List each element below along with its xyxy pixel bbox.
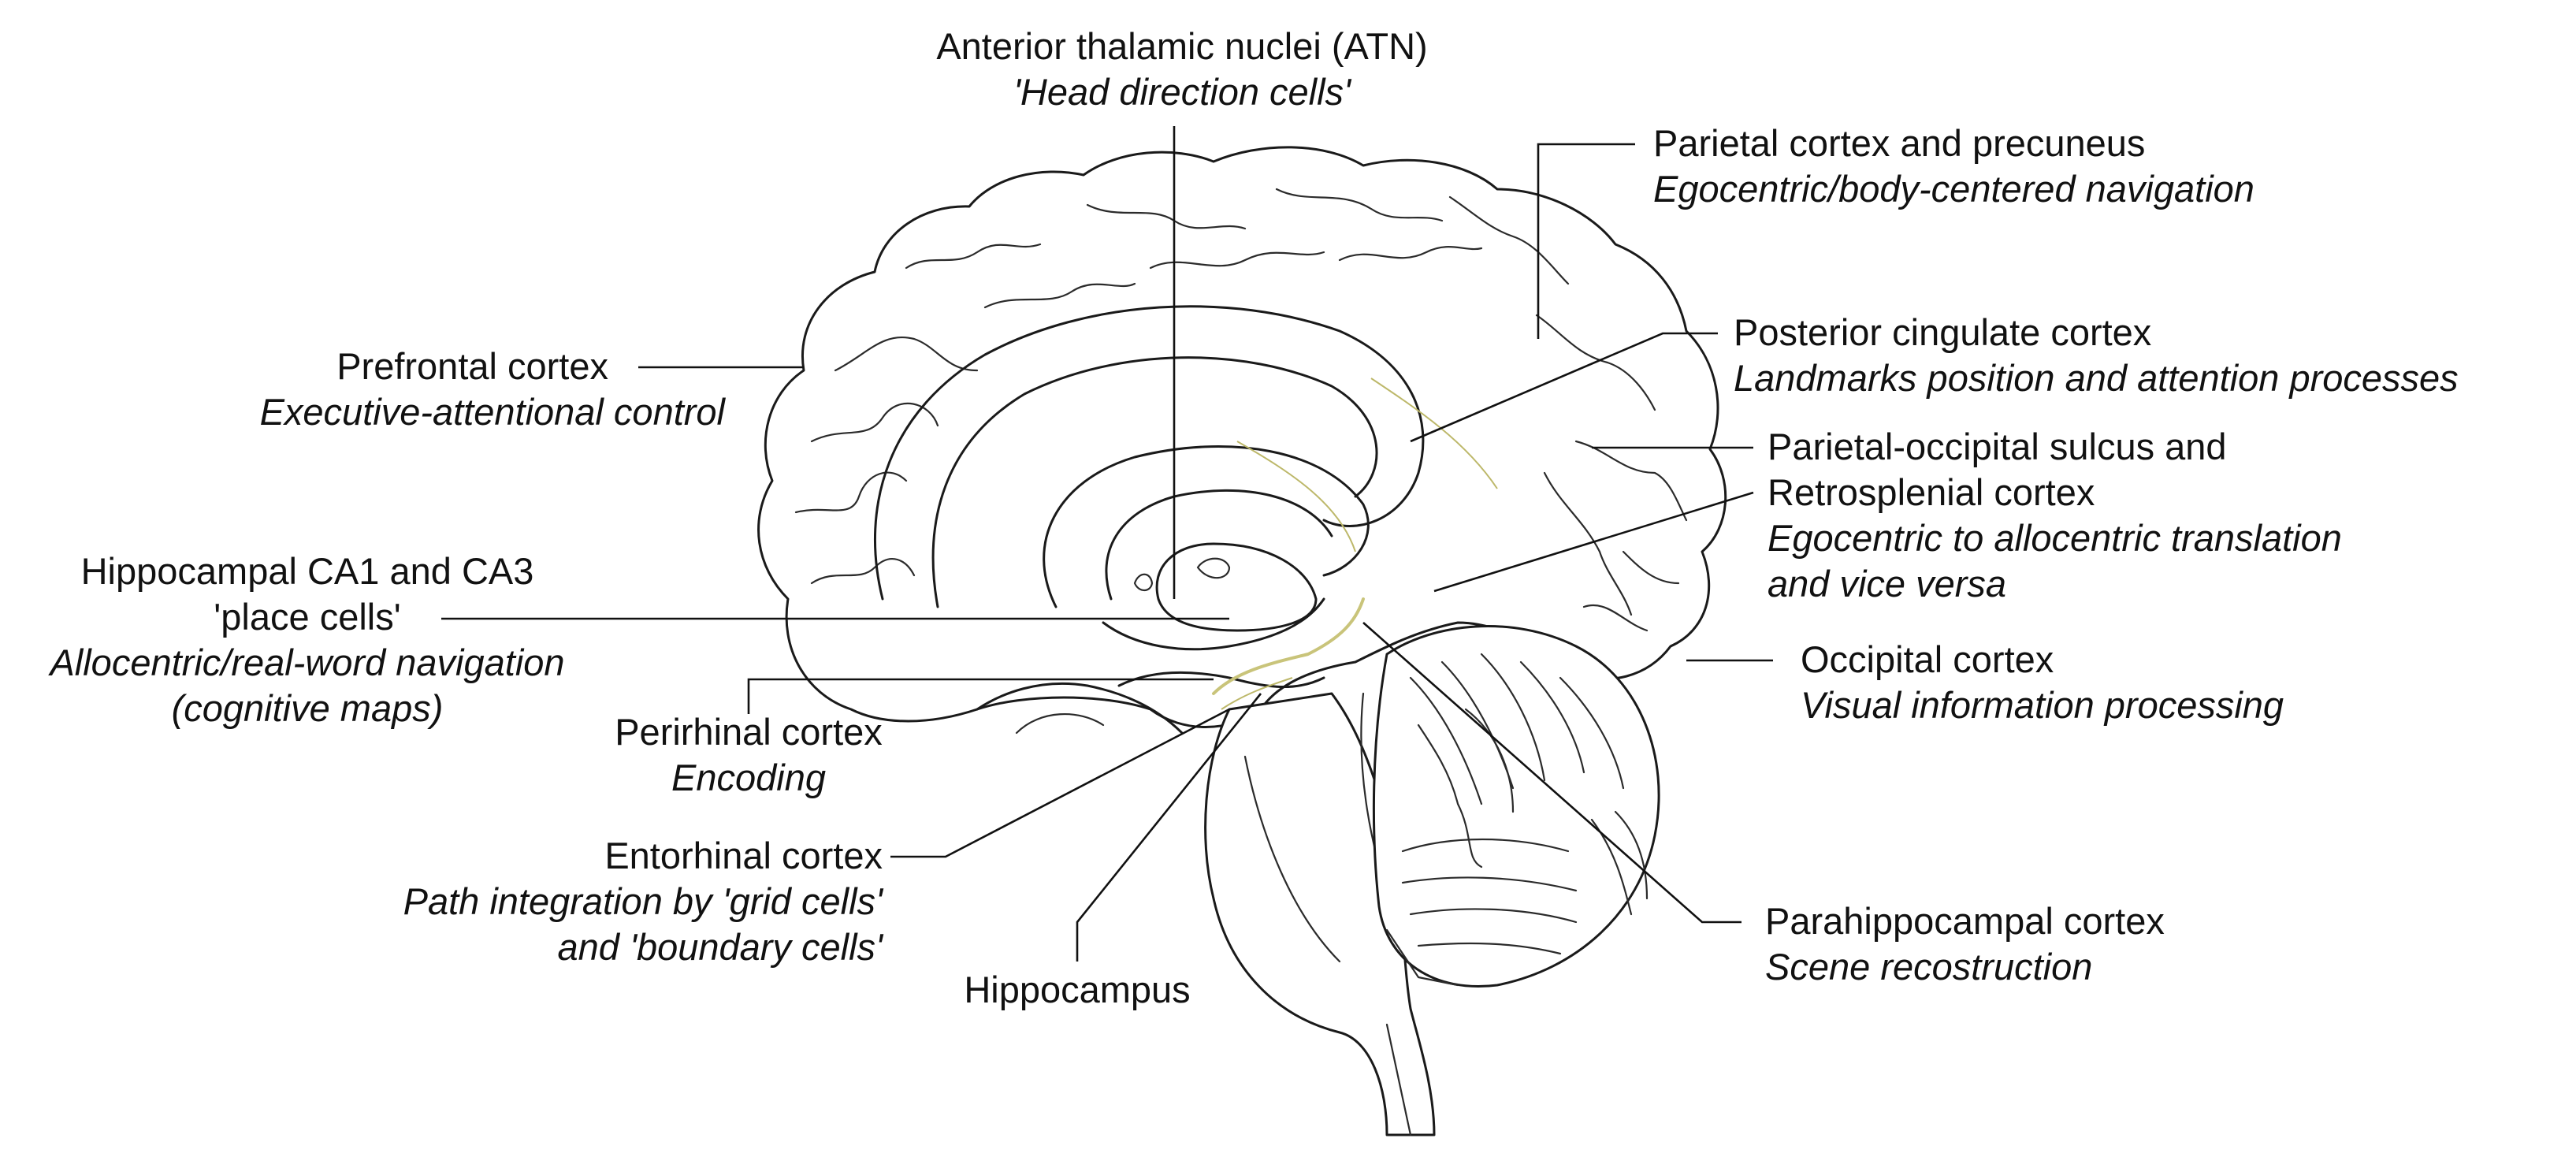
label-hippocampus-name: Hippocampus — [964, 969, 1191, 1010]
label-hippocampal-ca-name-1: Hippocampal CA1 and CA3 — [80, 550, 534, 592]
label-entorhinal-name: Entorhinal cortex — [604, 835, 883, 876]
label-posterior-cingulate-role: Landmarks position and attention process… — [1734, 357, 2459, 399]
label-atn: Anterior thalamic nuclei (ATN) 'Head dir… — [867, 24, 1497, 115]
label-parahippocampal-role: Scene recostruction — [1765, 946, 2093, 988]
thalamus — [1155, 542, 1318, 632]
label-hippocampal-ca-name-2: 'place cells' — [214, 596, 401, 638]
label-parahippocampal: Parahippocampal cortex Scene recostructi… — [1765, 898, 2165, 990]
label-perirhinal: Perirhinal cortex Encoding — [583, 709, 914, 801]
label-parieto-occipital-name-2: Retrosplenial cortex — [1768, 471, 2095, 513]
temporal-lobe — [976, 682, 1184, 735]
leader-parahippocampal — [1362, 622, 1741, 924]
cerebellum — [1372, 625, 1660, 988]
cortex-sulci — [794, 188, 1688, 632]
label-hippocampal-ca-role-1: Allocentric/real-word navigation — [50, 642, 565, 683]
cerebellum-folia — [1385, 653, 1649, 987]
label-perirhinal-name: Perirhinal cortex — [615, 711, 883, 753]
label-prefrontal-name: Prefrontal cortex — [336, 345, 608, 387]
label-parietal: Parietal cortex and precuneus Egocentric… — [1653, 121, 2254, 212]
label-posterior-cingulate-name: Posterior cingulate cortex — [1734, 311, 2152, 353]
label-prefrontal-role: Executive-attentional control — [259, 391, 725, 433]
label-parieto-occipital-role-2: and vice versa — [1768, 563, 2007, 604]
label-posterior-cingulate: Posterior cingulate cortex Landmarks pos… — [1734, 310, 2459, 401]
label-parietal-name: Parietal cortex and precuneus — [1653, 122, 2146, 164]
label-occipital-name: Occipital cortex — [1801, 638, 2054, 680]
label-hippocampal-ca-role-2: (cognitive maps) — [171, 687, 444, 729]
label-hippocampus: Hippocampus — [920, 967, 1235, 1013]
label-prefrontal: Prefrontal cortex Executive-attentional … — [158, 344, 725, 435]
leader-parietal — [1537, 143, 1635, 339]
leader-perirhinal — [747, 678, 1214, 714]
label-perirhinal-role: Encoding — [671, 757, 826, 798]
leader-lines — [441, 126, 1773, 962]
label-parietal-role: Egocentric/body-centered navigation — [1653, 168, 2254, 210]
label-atn-role: 'Head direction cells' — [1013, 71, 1351, 113]
label-atn-name: Anterior thalamic nuclei (ATN) — [936, 25, 1428, 67]
leader-posterior-cingulate — [1410, 332, 1718, 443]
label-parieto-occipital-role-1: Egocentric to allocentric translation — [1768, 517, 2342, 559]
cerebrum-outline — [757, 146, 1727, 728]
fornix — [1102, 597, 1325, 651]
leader-retrosplenial — [1433, 491, 1754, 593]
label-entorhinal-role-1: Path integration by 'grid cells' — [403, 880, 883, 922]
label-parieto-occipital: Parietal-occipital sulcus and Retrosplen… — [1768, 424, 2342, 607]
label-entorhinal-role-2: and 'boundary cells' — [557, 926, 883, 968]
label-parahippocampal-name: Parahippocampal cortex — [1765, 900, 2165, 942]
leader-entorhinal — [890, 708, 1230, 858]
label-occipital: Occipital cortex Visual information proc… — [1801, 637, 2284, 728]
label-occipital-role: Visual information processing — [1801, 684, 2284, 726]
cingulate-gyrus — [873, 305, 1425, 601]
label-hippocampal-ca: Hippocampal CA1 and CA3 'place cells' Al… — [16, 549, 599, 731]
label-entorhinal: Entorhinal cortex Path integration by 'g… — [315, 833, 883, 970]
corpus-callosum — [1043, 445, 1370, 608]
hippocampus-highlight — [1212, 597, 1365, 695]
brain-sagittal-drawing — [757, 146, 1727, 1136]
label-parieto-occipital-name-1: Parietal-occipital sulcus and — [1768, 426, 2227, 467]
leader-hippocampus — [1076, 693, 1262, 962]
